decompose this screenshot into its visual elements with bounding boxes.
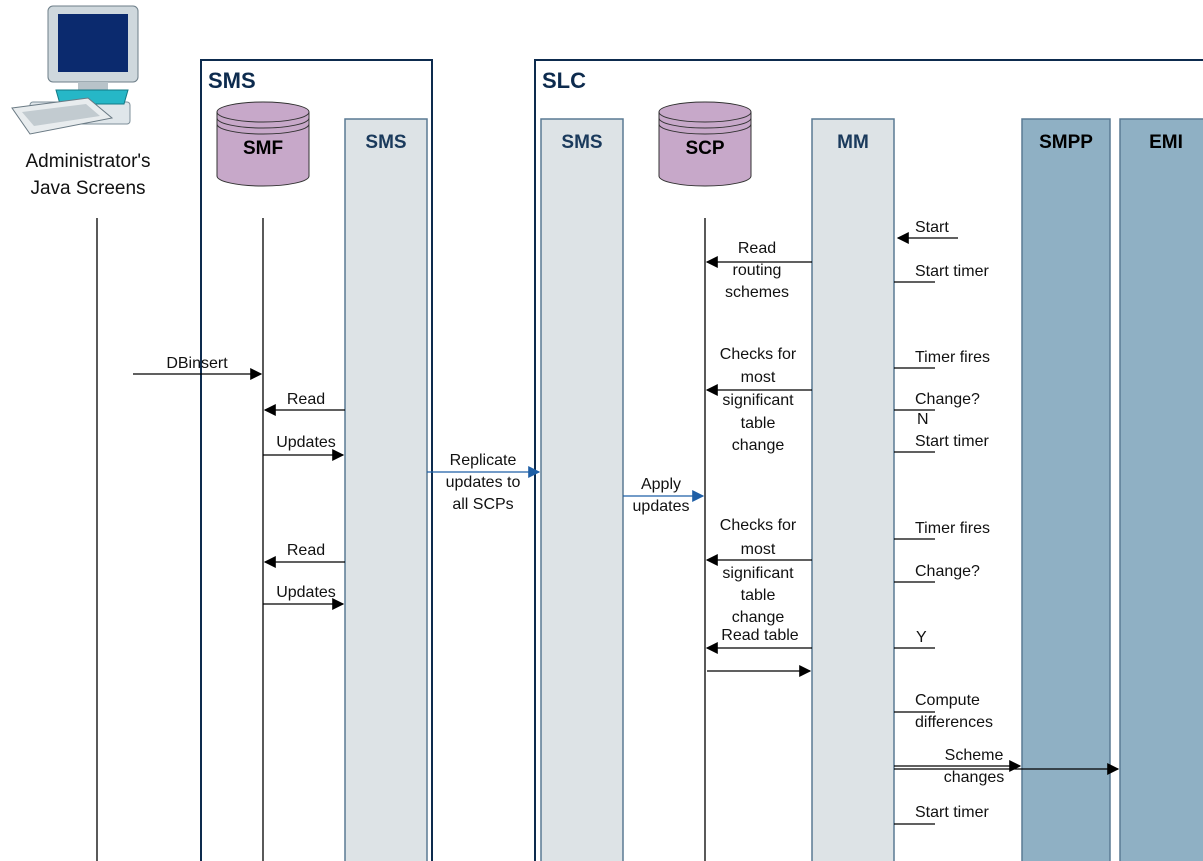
sms-group-box bbox=[200, 59, 433, 861]
read-label-1: Read bbox=[287, 391, 325, 408]
note-change-1: Change? bbox=[915, 391, 980, 408]
note-start: Start bbox=[915, 219, 949, 236]
replicate-label-line2: updates to bbox=[446, 474, 521, 491]
replicate-label-line1: Replicate bbox=[450, 452, 517, 469]
sms-left-column bbox=[344, 118, 428, 861]
note-compute-line1: Compute bbox=[915, 692, 980, 709]
emi-label: EMI bbox=[1149, 132, 1183, 153]
note-y: Y bbox=[916, 629, 927, 646]
mm-label: MM bbox=[837, 132, 869, 153]
computer-terminal-icon bbox=[11, 5, 139, 135]
apply-label-line2: updates bbox=[633, 498, 690, 515]
sms-right-column bbox=[540, 118, 624, 861]
scheme-changes-line2: changes bbox=[944, 769, 1005, 786]
note-start-timer-2: Start timer bbox=[915, 433, 989, 450]
checks2-line2: most bbox=[741, 541, 776, 558]
read-routing-line2: routing bbox=[733, 262, 782, 279]
slc-group-box bbox=[534, 59, 1203, 861]
note-start-timer-3: Start timer bbox=[915, 804, 989, 821]
checks2-line5: change bbox=[732, 609, 785, 626]
read-label-2: Read bbox=[287, 542, 325, 559]
scp-label: SCP bbox=[685, 138, 724, 159]
checks1-line1: Checks for bbox=[720, 346, 797, 363]
sms-group-title: SMS bbox=[208, 68, 256, 93]
checks1-line2: most bbox=[741, 369, 776, 386]
read-routing-line3: schemes bbox=[725, 284, 789, 301]
note-timer-fires-1: Timer fires bbox=[915, 349, 990, 366]
read-routing-line1: Read bbox=[738, 240, 776, 257]
note-n: N bbox=[917, 411, 929, 428]
mm-column bbox=[811, 118, 895, 861]
checks1-line5: change bbox=[732, 437, 785, 454]
checks1-line4: table bbox=[741, 415, 776, 432]
scp-database-icon bbox=[658, 101, 752, 187]
updates-label-2: Updates bbox=[276, 584, 336, 601]
note-start-timer-1: Start timer bbox=[915, 263, 989, 280]
checks2-line4: table bbox=[741, 587, 776, 604]
admin-caption-line1: Administrator's bbox=[25, 151, 150, 172]
smpp-label: SMPP bbox=[1039, 132, 1093, 153]
dbinsert-label: DBinsert bbox=[166, 355, 228, 372]
emi-column bbox=[1119, 118, 1203, 861]
smpp-column bbox=[1021, 118, 1111, 861]
slc-group-title: SLC bbox=[542, 68, 586, 93]
note-timer-fires-2: Timer fires bbox=[915, 520, 990, 537]
scheme-changes-line1: Scheme bbox=[945, 747, 1004, 764]
smf-database-icon bbox=[216, 101, 310, 187]
smf-label: SMF bbox=[243, 138, 283, 159]
note-change-2: Change? bbox=[915, 563, 980, 580]
checks2-line3: significant bbox=[722, 565, 794, 582]
apply-label-line1: Apply bbox=[641, 476, 681, 493]
checks1-line3: significant bbox=[722, 392, 794, 409]
sms-left-label: SMS bbox=[365, 132, 406, 153]
replicate-label-line3: all SCPs bbox=[452, 496, 513, 513]
note-compute-line2: differences bbox=[915, 714, 993, 731]
read-table-label: Read table bbox=[721, 627, 798, 644]
sms-right-label: SMS bbox=[561, 132, 602, 153]
admin-caption-line2: Java Screens bbox=[30, 178, 145, 199]
updates-label-1: Updates bbox=[276, 434, 336, 451]
checks2-line1: Checks for bbox=[720, 517, 797, 534]
